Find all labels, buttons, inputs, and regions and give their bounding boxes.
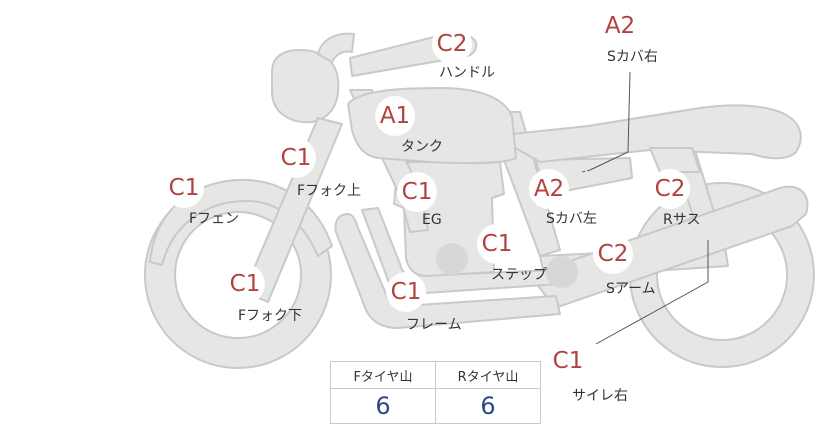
grade-badge-f-fork-upper: C1 (276, 138, 316, 178)
grade-badge-s-cover-left: A2 (529, 169, 569, 209)
part-label-f-fork-upper: Fフォク上 (297, 183, 362, 199)
exhaust-pipe (334, 213, 561, 329)
grade-badge-f-fender: C1 (164, 168, 204, 208)
part-label-tank: タンク (401, 139, 443, 155)
leader-s-cover-right (589, 71, 631, 171)
grade-badge-tank: A1 (375, 96, 415, 136)
grade-badge-frame: C1 (386, 272, 426, 312)
tire-tread-table: Fタイヤ山 Rタイヤ山 6 6 (330, 361, 541, 424)
grade-badge-handle: C2 (432, 24, 472, 64)
grade-badge-muffler-right: C1 (548, 341, 588, 381)
part-label-r-suspension: Rサス (663, 212, 701, 228)
part-label-s-arm: Sアーム (606, 281, 656, 297)
part-label-s-cover-right: Sカバ右 (607, 49, 658, 65)
handlebar (317, 32, 355, 63)
rear-frame (649, 147, 701, 173)
part-label-f-fork-lower: Fフォク下 (238, 308, 303, 324)
part-label-step: ステップ (491, 267, 547, 283)
rear-tread-header: Rタイヤ山 (435, 361, 541, 389)
headlight (271, 49, 340, 124)
front-fork (243, 117, 343, 303)
front-tread-value: 6 (330, 388, 436, 424)
grade-badge-f-fork-lower: C1 (225, 264, 265, 304)
grade-badge-r-suspension: C2 (650, 169, 690, 209)
front-tread-header: Fタイヤ山 (330, 361, 436, 389)
grade-badge-s-cover-right: A2 (600, 6, 640, 46)
leader-muffler-right (595, 240, 709, 345)
part-label-f-fender: Fフェン (189, 211, 240, 227)
engine-cover (436, 243, 468, 275)
part-label-handle: ハンドル (439, 65, 495, 81)
rear-tread-value: 6 (435, 388, 541, 424)
grade-badge-engine: C1 (397, 172, 437, 212)
seat (511, 104, 802, 163)
grade-badge-s-arm: C2 (593, 234, 633, 274)
muffler (529, 185, 809, 309)
step-peg (546, 256, 578, 288)
part-label-frame: フレーム (406, 317, 462, 333)
part-label-engine: EG (422, 212, 442, 228)
part-label-muffler-right: サイレ右 (572, 388, 628, 404)
grade-badge-step: C1 (477, 224, 517, 264)
part-label-s-cover-left: Sカバ左 (546, 211, 597, 227)
